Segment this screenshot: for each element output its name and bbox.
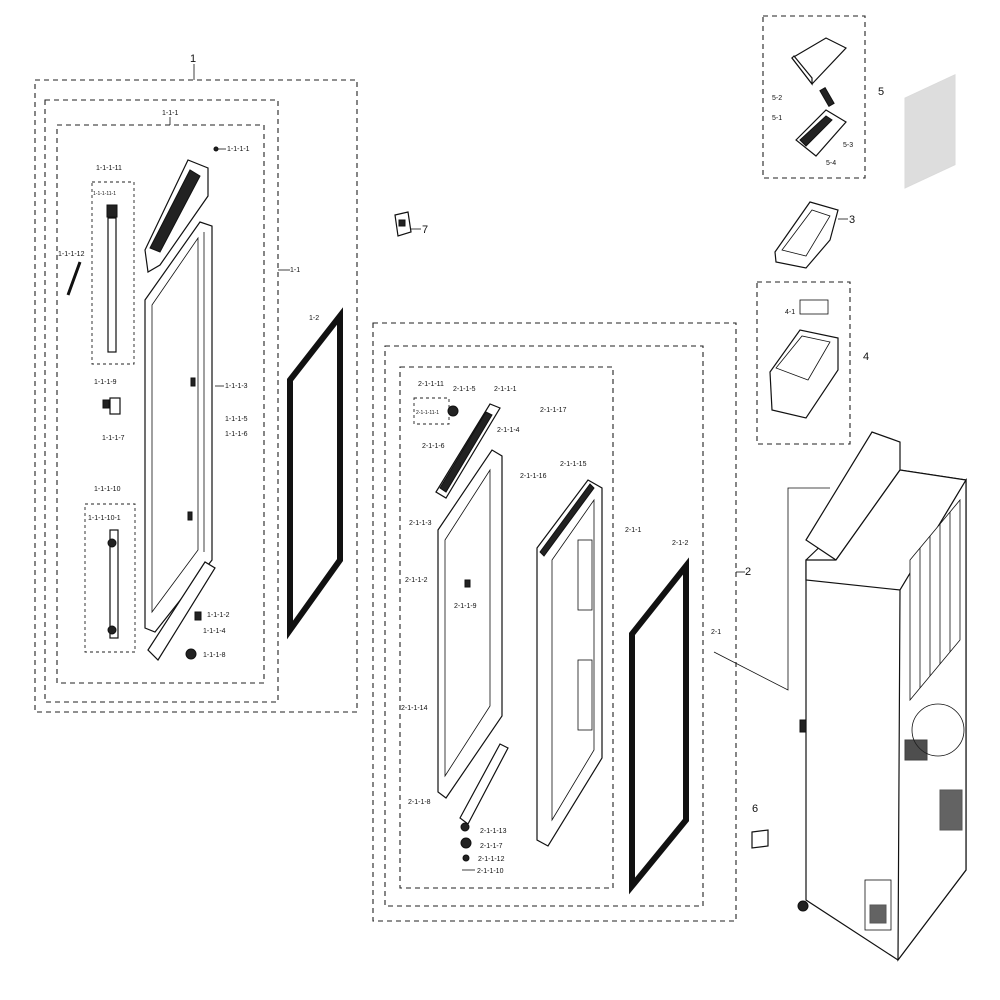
callout-1-1-1-6: 1-1-1-6 bbox=[225, 431, 248, 438]
assembly-4-boundary bbox=[756, 281, 851, 445]
callout-2-1-1-5: 2-1-1-5 bbox=[453, 386, 476, 393]
callout-2-1-1-16: 2-1-1-16 bbox=[520, 473, 547, 480]
door2-outer-inner bbox=[444, 468, 491, 778]
callout-1-1-1-7: 1-1-1-7 bbox=[102, 435, 125, 442]
back-grille bbox=[909, 498, 961, 702]
callout-1-1-1: 1-1-1 bbox=[162, 110, 178, 117]
callout-2-1-1: 2-1-1 bbox=[625, 527, 641, 534]
callout-1-1-1-1: 1-1-1-1 bbox=[227, 146, 250, 153]
callout-2-1-1-17: 2-1-1-17 bbox=[540, 407, 567, 414]
assembly-4-group: 4 4-1 bbox=[756, 281, 869, 445]
callout-2-1-2: 2-1-2 bbox=[672, 540, 688, 547]
callout-2: 2 bbox=[745, 566, 751, 578]
assembly-5-boundary bbox=[762, 15, 866, 179]
callout-1-1-1-11: 1-1-1-11 bbox=[96, 165, 122, 172]
part-7-group: 7 bbox=[394, 211, 428, 237]
callout-1-1-1-10-1: 1-1-1-10-1 bbox=[88, 515, 121, 522]
part-6-pad bbox=[751, 829, 769, 849]
strip-1-1-1-12-part bbox=[66, 261, 82, 296]
callout-1-1-1-5: 1-1-1-5 bbox=[225, 416, 248, 423]
callout-2-1-1-7: 2-1-1-7 bbox=[480, 843, 503, 850]
callout-1-1-1-11-1: 1-1-1-11-1 bbox=[93, 191, 116, 197]
door-gasket-1-2-part bbox=[287, 307, 343, 640]
assembly-2-boundary bbox=[372, 322, 737, 922]
callout-4-1: 4-1 bbox=[785, 309, 795, 316]
handle-cap-part bbox=[106, 204, 118, 218]
assembly-1-1-boundary bbox=[44, 99, 279, 703]
assembly-5-group: 5 5-2 5-1 5-3 5-4 bbox=[762, 15, 884, 179]
callout-3: 3 bbox=[849, 214, 855, 226]
hinge-bar-part bbox=[109, 529, 119, 639]
door2-top-cap-shadow bbox=[439, 411, 493, 493]
handle-bar-part bbox=[107, 217, 117, 353]
door2-bottom-cap-part bbox=[459, 743, 509, 825]
spring-part bbox=[819, 87, 835, 107]
door2-gasket-2-1-2-part bbox=[629, 557, 689, 895]
callout-2-1-1-11: 2-1-1-11 bbox=[418, 381, 444, 388]
callout-2-1-1-10: 2-1-1-10 bbox=[477, 868, 504, 875]
cover-part bbox=[791, 37, 847, 85]
door-bottom-cap-part bbox=[147, 561, 216, 661]
callout-1-1-1-12: 1-1-1-12 bbox=[58, 251, 85, 258]
part-3-group: 3 bbox=[774, 201, 855, 269]
callout-2-1-1-13: 2-1-1-13 bbox=[480, 828, 507, 835]
callout-1-1-1-8: 1-1-1-8 bbox=[203, 652, 226, 659]
part-6-group: 6 bbox=[751, 803, 769, 849]
hinge-top-knob bbox=[107, 538, 117, 548]
callout-2-1-1-12: 2-1-1-12 bbox=[478, 856, 505, 863]
callout-2-1: 2-1 bbox=[711, 629, 721, 636]
callout-2-1-1-11-1: 2-1-1-11-1 bbox=[416, 410, 439, 416]
callout-2-1-1-9: 2-1-1-9 bbox=[454, 603, 477, 610]
callout-1-1-1-4: 1-1-1-4 bbox=[203, 628, 226, 635]
handle-1-1-1-11-boundary bbox=[91, 181, 135, 365]
assembly-2-1-boundary bbox=[384, 345, 704, 907]
callout-1-1-1-9: 1-1-1-9 bbox=[94, 379, 117, 386]
assembly-2-1-1-boundary bbox=[399, 366, 614, 889]
hinge-1-1-1-10-boundary bbox=[84, 503, 136, 653]
callout-1-1: 1-1 bbox=[290, 267, 300, 274]
callout-2-1-1-3: 2-1-1-3 bbox=[409, 520, 432, 527]
callout-2-1-1-15: 2-1-1-15 bbox=[560, 461, 587, 468]
callout-5-4: 5-4 bbox=[826, 160, 836, 167]
callout-2-1-1-2: 2-1-1-2 bbox=[405, 577, 428, 584]
callout-5-2: 5-2 bbox=[772, 95, 782, 102]
callout-2-1-1-14: 2-1-1-14 bbox=[401, 705, 428, 712]
callout-6: 6 bbox=[752, 803, 758, 815]
callout-5-1: 5-1 bbox=[772, 115, 782, 122]
housing-part bbox=[795, 109, 847, 157]
refrigerator-cabinet bbox=[797, 73, 967, 962]
callout-4: 4 bbox=[863, 351, 869, 363]
callout-2-1-1-1: 2-1-1-1 bbox=[494, 386, 517, 393]
callout-2-1-1-4: 2-1-1-4 bbox=[497, 427, 520, 434]
callout-5: 5 bbox=[878, 86, 884, 98]
cabinet-top-hinge bbox=[805, 431, 901, 561]
callout-1: 1 bbox=[190, 53, 196, 65]
callout-1-1-1-10: 1-1-1-10 bbox=[94, 486, 121, 493]
callout-1-2: 1-2 bbox=[309, 315, 319, 322]
door-top-cap-shadow bbox=[149, 169, 201, 253]
bracket-part bbox=[109, 397, 121, 415]
door-panel-inner bbox=[151, 236, 199, 614]
screw-part bbox=[102, 399, 110, 409]
callout-2-1-1-8: 2-1-1-8 bbox=[408, 799, 431, 806]
callout-2-1-1-6: 2-1-1-6 bbox=[422, 443, 445, 450]
assembly-1-group: 1 1-1 1-1-1 1-1-1-11 1-1-1-11-1 1-1-1-12… bbox=[34, 53, 358, 713]
callout-7: 7 bbox=[422, 224, 428, 236]
callout-1-1-1-3: 1-1-1-3 bbox=[225, 383, 248, 390]
callout-1-1-1-2: 1-1-1-2 bbox=[207, 612, 230, 619]
hinge-bottom-knob bbox=[107, 625, 117, 635]
assembly-1-1-1-boundary bbox=[56, 124, 265, 684]
assembly-2-group: 2 2-1 2-1-1-11 2-1-1-11-1 2-1-1-5 2-1-1-… bbox=[372, 322, 830, 922]
callout-5-3: 5-3 bbox=[843, 142, 853, 149]
